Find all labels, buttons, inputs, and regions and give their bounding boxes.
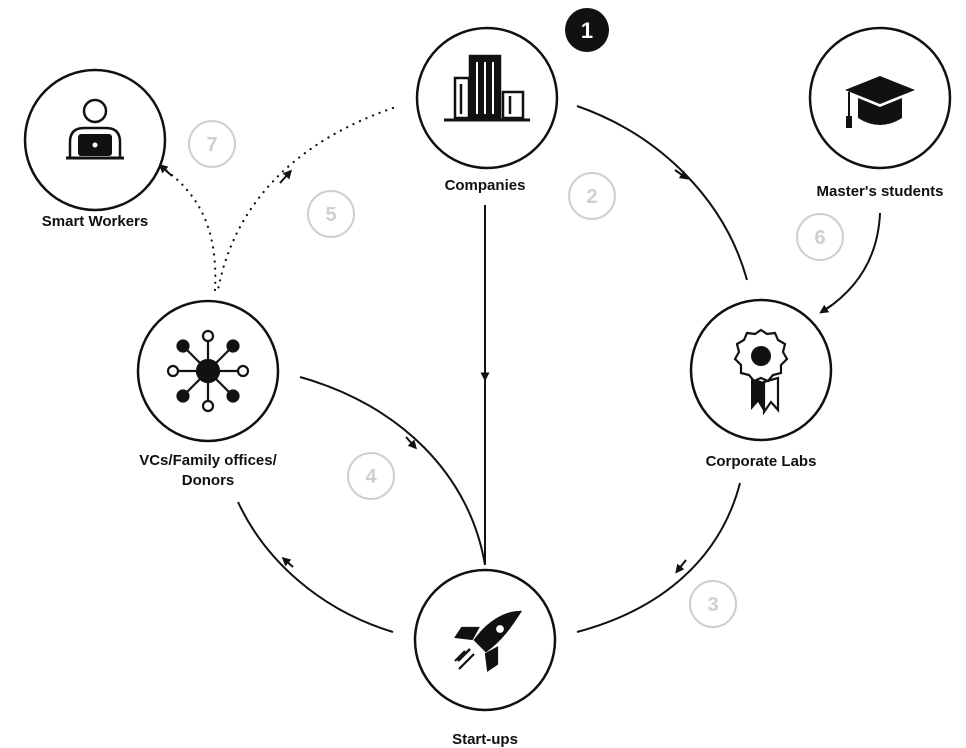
svg-text:3: 3: [707, 594, 718, 616]
step-badge-3: 3: [689, 580, 737, 628]
connectors: [237, 105, 881, 633]
arrow-3: [675, 559, 687, 574]
flow-vcs-to-smart-workers: [161, 166, 217, 292]
node-smart-workers: Smart Workers: [23, 68, 167, 230]
label-masters-students: Master's students: [817, 183, 944, 200]
flow-companies-to-corporate-labs: [576, 105, 748, 281]
label-startups: Start-ups: [452, 731, 518, 748]
node-corporate-labs: Corporate Labs: [689, 298, 833, 470]
step-badge-7: 7: [188, 120, 236, 168]
node-vcs: VCs/Family offices/ Donors: [136, 299, 280, 489]
flow-startups-to-vcs: [237, 501, 394, 633]
rocket-icon: [454, 610, 523, 672]
label-smart-workers: Smart Workers: [42, 213, 148, 230]
person-laptop-icon: [66, 98, 124, 160]
award-ribbon-icon: [733, 328, 789, 416]
label-vcs-line1: VCs/Family offices/: [139, 452, 277, 469]
step-badge-1: 1: [565, 8, 609, 52]
arrow-startups-vcs: [281, 557, 294, 568]
flow-corporate-labs-to-startups: [576, 482, 741, 633]
label-corporate-labs: Corporate Labs: [706, 453, 817, 470]
buildings-icon: [444, 54, 530, 122]
flow-companies-to-vcs-dotted: [216, 106, 395, 292]
label-companies: Companies: [445, 177, 526, 194]
svg-text:6: 6: [814, 227, 825, 249]
svg-text:7: 7: [206, 134, 217, 156]
node-startups: Start-ups: [413, 568, 557, 748]
node-companies: Companies: [415, 26, 559, 194]
svg-text:1: 1: [581, 18, 593, 43]
step-badge-5: 5: [307, 190, 355, 238]
arrow-4: [405, 436, 417, 450]
svg-text:5: 5: [325, 204, 336, 226]
arrow-6: [819, 304, 833, 314]
flow-vcs-to-startups: [299, 376, 486, 566]
arrow-2: [674, 169, 689, 180]
step-badge-2: 2: [568, 172, 616, 220]
flow-masters-to-corporate-labs: [824, 212, 881, 311]
dotted-connectors: [161, 106, 395, 292]
svg-text:4: 4: [365, 466, 377, 488]
step-badge-4: 4: [347, 452, 395, 500]
label-vcs-line2: Donors: [182, 472, 235, 489]
graduation-cap-icon: [845, 76, 915, 128]
arrow-7: [158, 163, 173, 177]
svg-text:2: 2: [586, 186, 597, 208]
network-hub-icon: [166, 329, 250, 413]
step-badge-6: 6: [796, 213, 844, 261]
node-masters-students: Master's students: [808, 26, 952, 200]
arrow-5: [279, 169, 293, 184]
